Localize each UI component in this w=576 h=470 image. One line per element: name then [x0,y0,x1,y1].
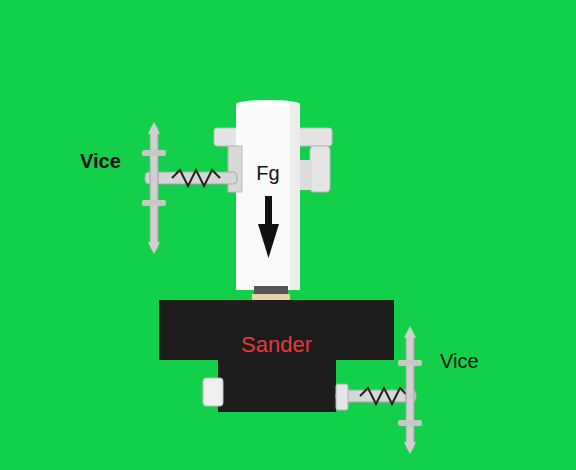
weight-cylinder [236,104,300,290]
weight-cylinder: Fg [232,104,304,290]
sander-block: Sander [159,300,394,360]
clamp-jaw [310,146,330,192]
vice-handle [398,360,422,366]
sander-pad [254,286,288,294]
vice-spring [360,388,408,404]
vice-handle [142,150,166,156]
vice-handle [404,326,416,338]
force-arrow [258,224,279,258]
vice-label: Vice [440,350,479,373]
clamp-jaw [300,160,312,190]
vice-handle [148,122,160,134]
vice-handle [148,242,160,254]
sander-body [218,358,336,412]
force-arrow [265,196,272,226]
clamp-jaw [228,146,242,192]
weight-shade [290,104,300,290]
vice-handle [406,332,414,450]
clamp-jaw [336,384,348,410]
vice-label: Vice [80,150,121,173]
vice-handle [398,420,422,426]
node-text: Sander [159,332,394,357]
vice-spring [172,170,220,186]
clamp-jaw [203,378,223,406]
node-text: Fg [232,162,304,185]
vice-handle [142,200,166,206]
vice-handle [150,126,158,250]
vice-handle [404,442,416,454]
